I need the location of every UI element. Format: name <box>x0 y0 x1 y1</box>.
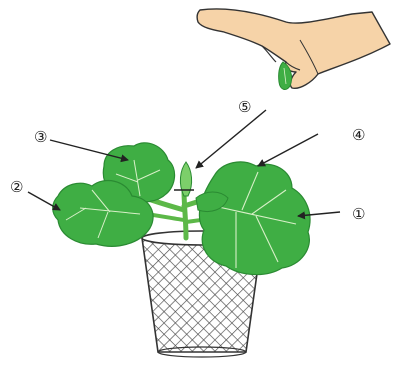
label-3: ③ <box>34 128 47 146</box>
arrow-5 <box>196 110 266 168</box>
label-2: ② <box>10 178 23 196</box>
arrow-4 <box>258 134 318 166</box>
leaf-1 <box>199 162 310 275</box>
label-4: ④ <box>352 126 365 144</box>
apex-bud <box>174 162 194 196</box>
label-5: ⑤ <box>238 98 251 116</box>
label-1: ① <box>352 205 365 223</box>
hand-illustration <box>197 9 390 88</box>
